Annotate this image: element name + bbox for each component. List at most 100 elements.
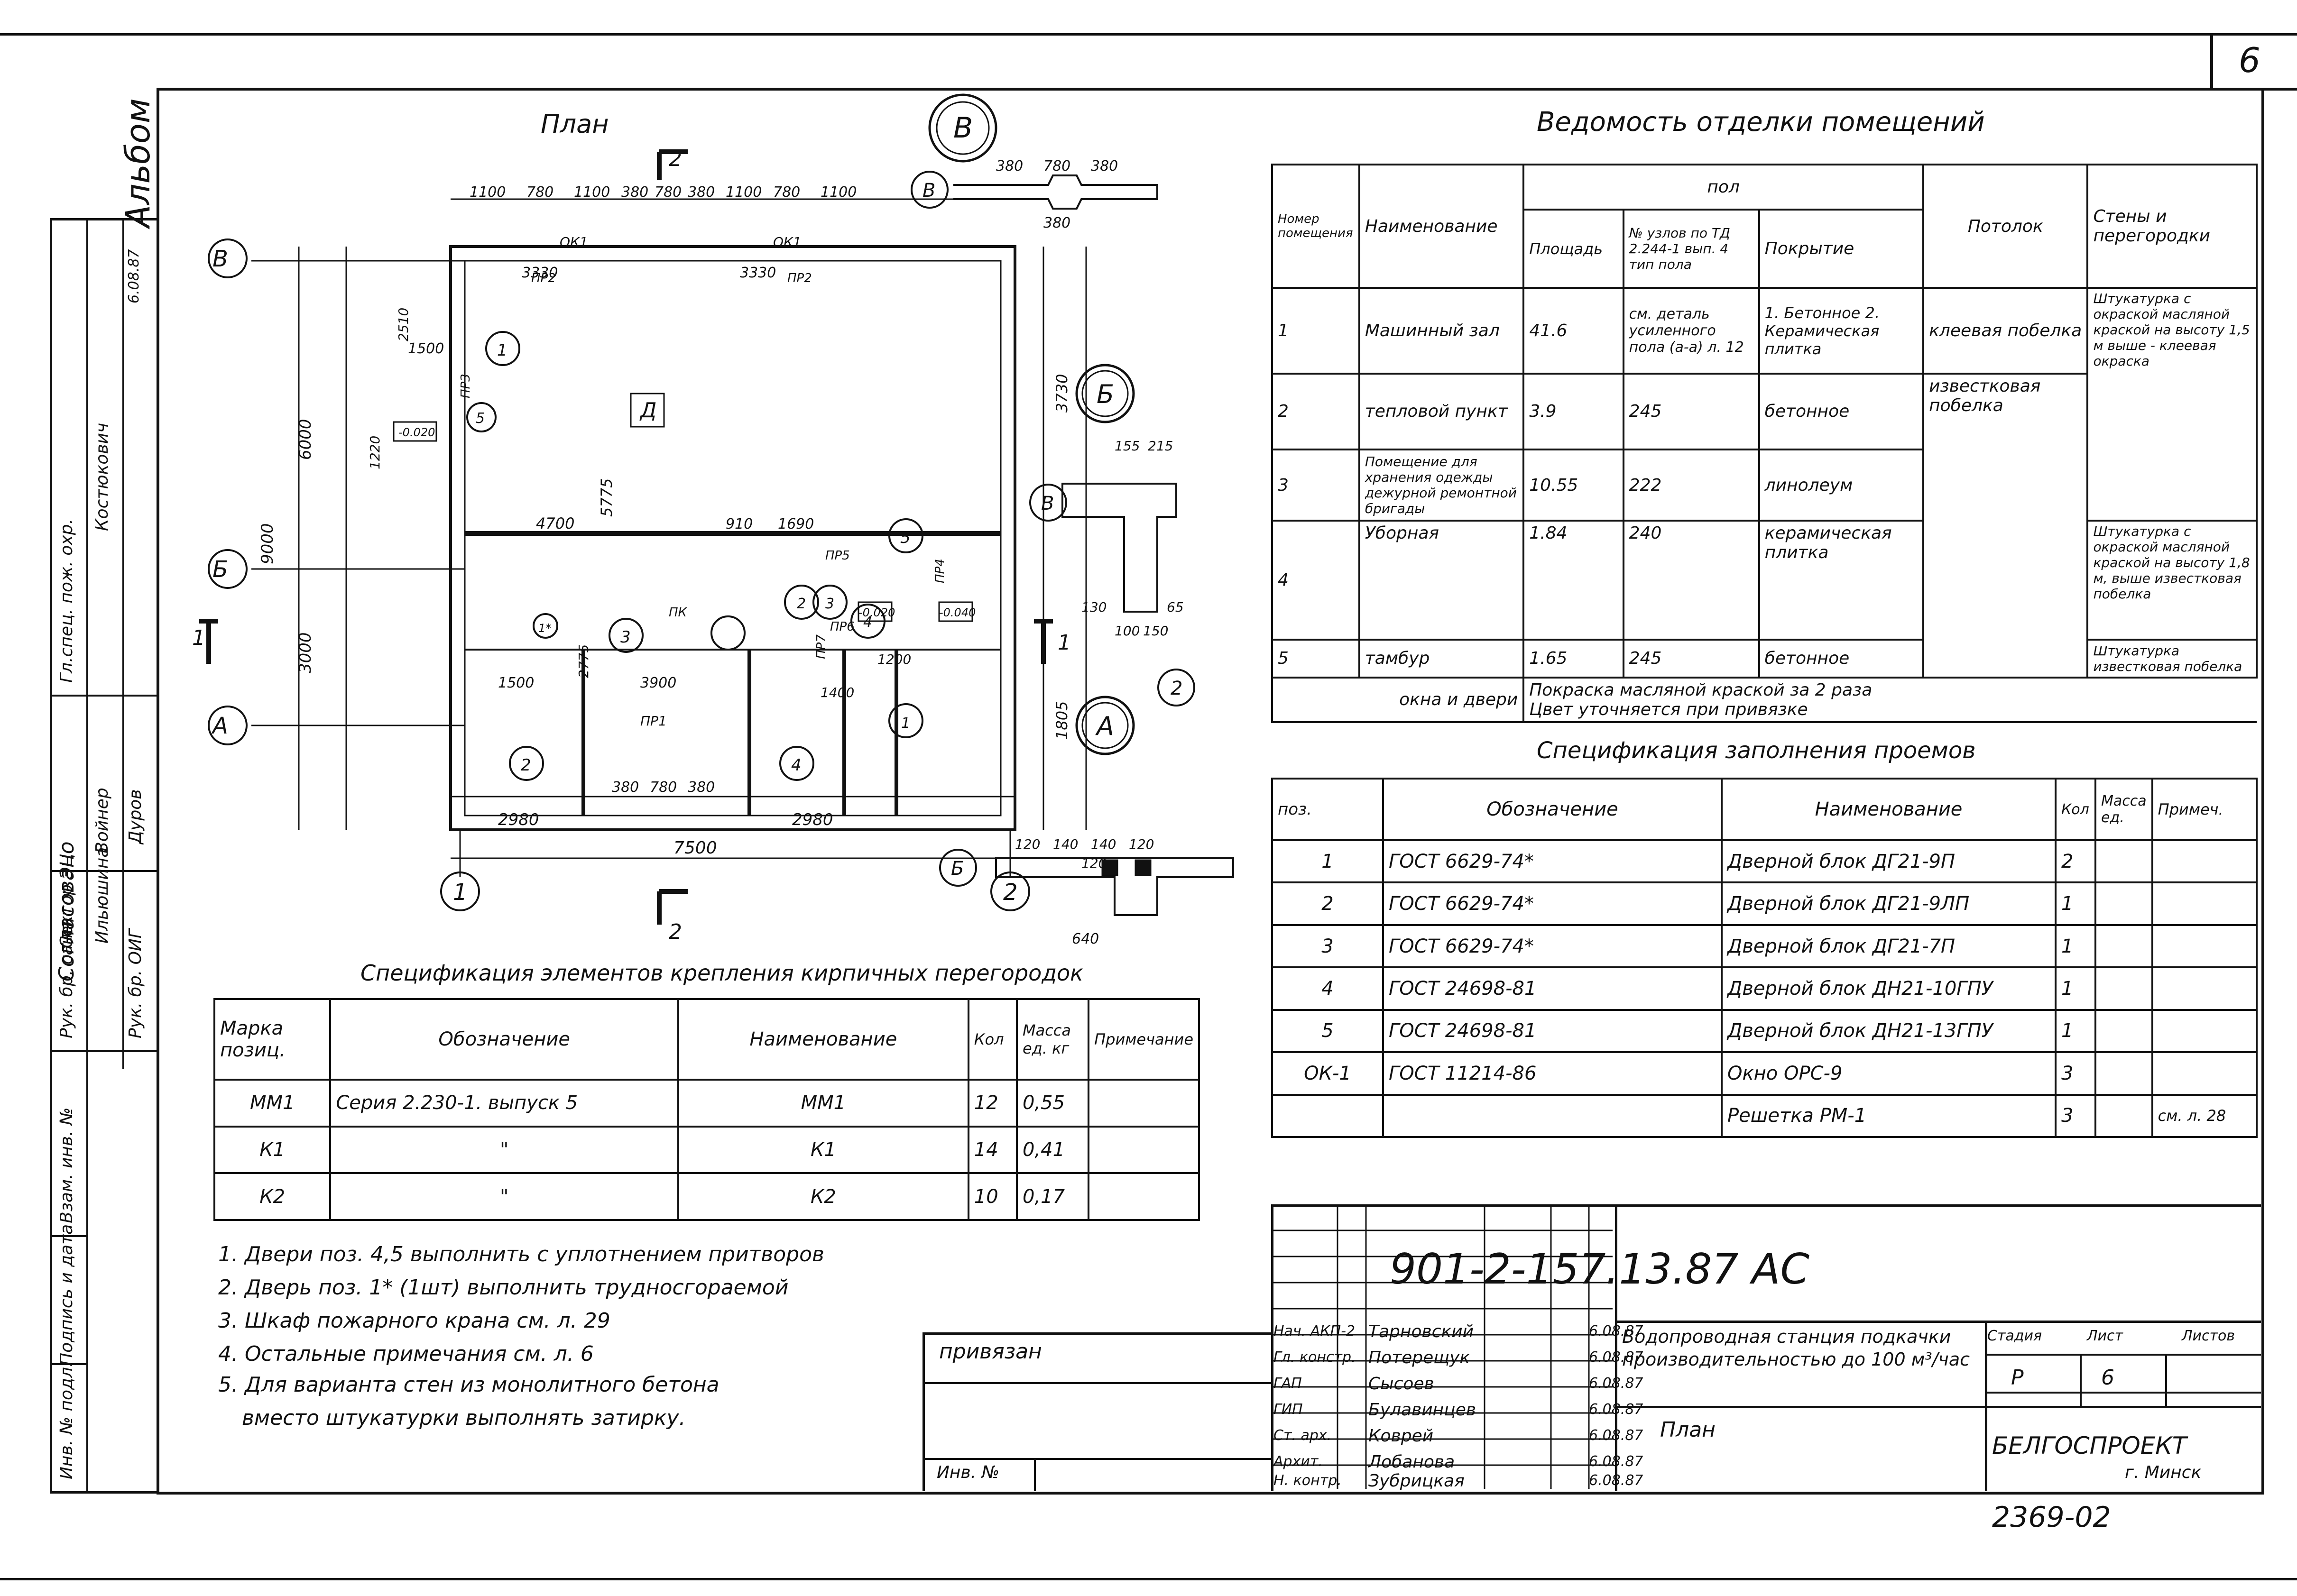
fastening-head: Наименование (677, 998, 969, 1081)
fastening-cell: К1 (213, 1125, 332, 1174)
openings-cell: ГОСТ 6629-74* (1382, 839, 1723, 884)
dim-1400: 1400 (821, 685, 854, 700)
binding-inv-label: Инв. № (937, 1463, 1000, 1482)
finish-head-walls: Стены и перегородки (2086, 163, 2258, 289)
corner-dim-5: 150 (1143, 623, 1168, 639)
corner-dim-0: 155 (1115, 438, 1140, 454)
openings-cell (2151, 1009, 2258, 1054)
finish-cell: 3 (1271, 448, 1360, 522)
label-ok1-b: ОК1 (773, 234, 802, 250)
strip-row-4: Сектор ЭЦ (57, 853, 76, 948)
openings-cell: 5 (1271, 1009, 1384, 1054)
openings-cell (2094, 1051, 2153, 1096)
album-label: Альбом (119, 98, 157, 228)
openings-cell (1382, 1093, 1723, 1138)
note-5: 5. Для варианта стен из монолитного бето… (218, 1373, 720, 1397)
dim-overall: 7500 (673, 838, 717, 858)
finish-cell: 41.6 (1522, 287, 1624, 375)
level-3: -0.040 (939, 606, 976, 619)
sheet-label: Лист (2087, 1328, 2123, 1344)
finish-footer-note: Покраска масляной краской за 2 раза Цвет… (1522, 676, 2257, 724)
dim-right-top: 3730 (1053, 374, 1071, 413)
section-side-right: 1 (1058, 631, 1071, 655)
finish-cell: известковая побелка (1922, 372, 2089, 679)
dim-top-7: 780 (773, 184, 800, 201)
openings-cell: 1 (2055, 1009, 2096, 1054)
axis-col-2: 2 (1003, 879, 1018, 906)
grid-item-3: 3 (825, 596, 834, 612)
finish-row: 3 Помещение для хранения одежды дежурной… (1271, 448, 2257, 522)
openings-head: Кол (2055, 778, 2096, 841)
openings-cell (2151, 1051, 2258, 1096)
node-v-corner: В (1041, 493, 1054, 514)
dim-1220: 1220 (367, 436, 383, 469)
fastening-title: Спецификация элементов крепления кирпичн… (360, 960, 1083, 986)
signer-date-6: 6.08.87 (1589, 1472, 1643, 1489)
sheet-value: 6 (2101, 1366, 2114, 1390)
finish-cell: тамбур (1358, 638, 1525, 679)
dim-bottom-mid-2: 380 (688, 779, 715, 796)
note-1: 1. Двери поз. 4,5 выполнить с уплотнение… (218, 1242, 824, 1266)
dim-top-3: 380 (621, 184, 648, 201)
note-3: 3. Шкаф пожарного крана см. л. 29 (218, 1309, 610, 1333)
dim-4700: 4700 (536, 514, 574, 532)
openings-cell (2151, 924, 2258, 969)
finish-cell: 4 (1271, 520, 1360, 641)
dim-top-8: 1100 (821, 184, 857, 201)
finish-cell: линолеум (1758, 448, 1925, 522)
fastening-cell: ММ1 (213, 1079, 332, 1128)
openings-table: поз. Обозначение Наименование Кол Масса … (1271, 778, 2258, 1138)
dim-top-5: 380 (688, 184, 715, 201)
finish-cell: Штукатурка с окраской масляной краской н… (2086, 520, 2258, 641)
floor-plan: В Б А 1 2 2 2 1 1 1100 780 1100 380 780 … (192, 147, 1087, 944)
strip-row-0: Гл.спец. пож. охр. (57, 519, 76, 683)
strip-date: 6.08.87 (126, 249, 142, 303)
strip-row-5: Ильюшина (92, 847, 112, 944)
label-pr3: ПР3 (459, 374, 473, 398)
stage-value: Р (2011, 1366, 2024, 1390)
finish-cell: бетонное (1758, 372, 1925, 450)
label-pk: ПК (669, 605, 688, 620)
dim-bottom-mid-1: 780 (650, 779, 677, 796)
dim-3330b: 3330 (740, 265, 776, 281)
b-dim-0: 120 (1015, 836, 1040, 852)
section-mark-top: 2 (669, 147, 682, 171)
binding-label: привязан (939, 1339, 1042, 1364)
finish-footer-label: окна и двери (1271, 676, 1525, 724)
fastening-head: Масса ед. кг (1015, 998, 1090, 1081)
signer-date-3: 6.08.87 (1589, 1401, 1643, 1418)
openings-cell (2094, 924, 2153, 969)
node-2-small: 2 (1171, 678, 1182, 699)
room-num-3: 3 (620, 628, 631, 647)
sheet-name: План (1660, 1418, 1716, 1442)
dim-left-total: 9000 (258, 523, 277, 564)
title-block-grid (1271, 1204, 1613, 1489)
dim-right-bottom: 1805 (1053, 701, 1071, 740)
finish-cell: 1.65 (1522, 638, 1624, 679)
finish-cell: 3.9 (1522, 372, 1624, 450)
finish-cell: тепловой пункт (1358, 372, 1525, 450)
finish-head-num: Номер помещения (1271, 163, 1360, 289)
room-num-1star: 1* (538, 622, 551, 635)
axis-row-b: Б (212, 556, 228, 583)
dim-3330a: 3330 (522, 265, 558, 281)
fastening-cell (1088, 1079, 1200, 1128)
openings-cell: ГОСТ 24698-81 (1382, 1009, 1723, 1054)
finish-cell: Уборная (1358, 520, 1525, 641)
openings-cell (2094, 839, 2153, 884)
finish-cell: 10.55 (1522, 448, 1624, 522)
corner-dim-3: 65 (1167, 599, 1184, 615)
openings-cell: 4 (1271, 966, 1384, 1011)
node-v-small: В (922, 180, 935, 202)
finish-cell: 245 (1622, 638, 1760, 679)
note-2: 2. Дверь поз. 1* (1шт) выполнить труднос… (218, 1275, 789, 1300)
room-num-5: 5 (900, 528, 911, 547)
fastening-cell: 12 (967, 1079, 1018, 1128)
finish-cell: Штукатурка известковая побелка (2086, 638, 2258, 679)
axis-col-1: 1 (453, 879, 468, 906)
finish-footer-note2: Цвет уточняется при привязке (1529, 699, 1808, 719)
